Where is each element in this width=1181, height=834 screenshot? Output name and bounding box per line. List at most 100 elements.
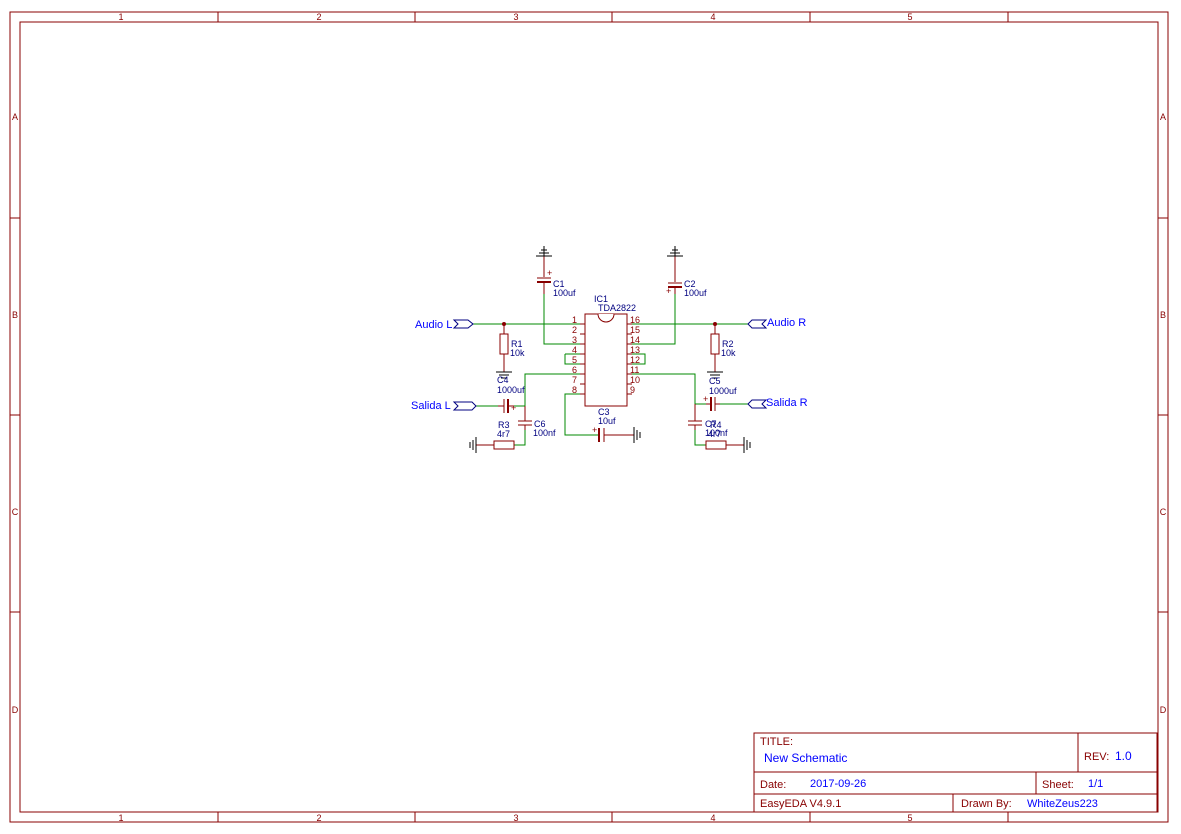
polarity-mark: + [703, 394, 708, 404]
zone-labels: 1 2 3 4 5 1 2 3 4 5 A B C D A B C D [12, 12, 1167, 823]
component-value: 4r7 [497, 429, 510, 439]
ic-designator: IC1 [594, 294, 608, 304]
ic-pin-number: 13 [630, 345, 640, 355]
ground-icon [536, 246, 552, 257]
ic-pin-number: 2 [572, 325, 577, 335]
polarity-mark: + [511, 403, 516, 413]
component-designator: R2 [722, 339, 734, 349]
zone-row-label: A [12, 112, 18, 122]
sheet-value: 1/1 [1088, 778, 1103, 790]
net-label: Audio L [415, 319, 452, 331]
zone-col-label: 5 [907, 813, 912, 823]
software-version: EasyEDA V4.9.1 [760, 798, 841, 810]
zone-col-label: 1 [118, 12, 123, 22]
zone-row-label: C [12, 507, 19, 517]
capacitor-c4[interactable]: + C4 1000uf [497, 375, 525, 413]
component-designator: C5 [709, 376, 721, 386]
component-designator: R1 [511, 339, 523, 349]
rev-value: 1.0 [1115, 749, 1132, 763]
zone-col-label: 4 [710, 813, 715, 823]
net-flag-salida-l[interactable]: Salida L [411, 400, 477, 412]
ground-icon [469, 437, 477, 453]
capacitor-c5[interactable]: + C5 1000uf [703, 376, 737, 411]
ground-icon [743, 437, 751, 453]
component-designator: R3 [498, 420, 510, 430]
ic-value: TDA2822 [598, 303, 636, 313]
ic-pin-number: 12 [630, 355, 640, 365]
zone-col-label: 3 [513, 813, 518, 823]
zone-col-label: 2 [316, 12, 321, 22]
ground-icon [707, 371, 723, 379]
title-block: TITLE: New Schematic REV: 1.0 Date: 2017… [753, 732, 1158, 813]
schematic-title: New Schematic [764, 751, 847, 765]
ic-pin-number: 3 [572, 335, 577, 345]
zone-col-label: 4 [710, 12, 715, 22]
zone-row-label: D [12, 705, 19, 715]
ic-left-pins: 1 2 3 4 5 6 7 8 [572, 315, 585, 395]
drawn-by-value: WhiteZeus223 [1027, 798, 1098, 810]
ic-pin-number: 10 [630, 375, 640, 385]
ic-pin-number: 16 [630, 315, 640, 325]
capacitor-c6[interactable]: C6 100nf [518, 406, 556, 438]
ic-pin-number: 11 [630, 365, 639, 375]
net-label: Audio R [767, 317, 806, 329]
ground-icon [496, 371, 512, 379]
component-designator: C1 [553, 279, 565, 289]
capacitor-c2[interactable]: + C2 100uf [666, 256, 707, 298]
net-flag-audio-l[interactable]: Audio L [415, 319, 474, 331]
net-flag-salida-r[interactable]: Salida R [747, 397, 808, 409]
ic-tda2822[interactable]: IC1 TDA2822 1 2 3 4 5 6 7 8 [572, 294, 640, 407]
component-value: 100nf [705, 428, 728, 438]
ic-pin-number: 5 [572, 355, 577, 365]
component-designator: C7 [705, 419, 717, 429]
zone-col-label: 1 [118, 813, 123, 823]
date-value: 2017-09-26 [810, 778, 866, 790]
resistor-r2[interactable]: R2 10k [710, 324, 736, 372]
border-frame [9, 11, 1169, 823]
resistor-r1[interactable]: R1 10k [499, 324, 525, 372]
polarity-mark: + [592, 425, 597, 435]
component-designator: C2 [684, 279, 696, 289]
title-label: TITLE: [760, 736, 793, 748]
component-value: 1000uf [709, 386, 737, 396]
component-value: 10uf [598, 416, 616, 426]
capacitor-c1[interactable]: + C1 100uf [537, 256, 576, 298]
net-flag-audio-r[interactable]: Audio R [747, 317, 806, 329]
ic-pin-number: 7 [572, 375, 577, 385]
net-label: Salida R [766, 397, 808, 409]
ic-pin-number: 8 [572, 385, 577, 395]
zone-col-label: 5 [907, 12, 912, 22]
zone-col-label: 3 [513, 12, 518, 22]
component-value: 100uf [684, 288, 707, 298]
sheet-label: Sheet: [1042, 779, 1074, 791]
rev-label: REV: [1084, 751, 1109, 763]
capacitor-c7[interactable]: C7 100nf [688, 404, 728, 438]
component-designator: C6 [534, 419, 546, 429]
ground-icon [633, 427, 641, 443]
capacitor-c3[interactable]: + C3 10uf [592, 407, 634, 442]
ic-pin-number: 4 [572, 345, 577, 355]
ic-right-pins: 16 15 14 13 12 11 10 9 [627, 315, 640, 395]
zone-row-label: C [1160, 507, 1167, 517]
net-label: Salida L [411, 400, 451, 412]
ic-pin-number: 14 [630, 335, 640, 345]
zone-row-label: B [1160, 310, 1166, 320]
date-label: Date: [760, 779, 786, 791]
component-value: 4r7 [708, 429, 721, 439]
zone-col-label: 2 [316, 813, 321, 823]
ic-pin-number: 15 [630, 325, 640, 335]
resistor-r4[interactable]: R4 4r7 [705, 420, 744, 450]
component-value: 1000uf [497, 385, 525, 395]
resistor-r3[interactable]: R3 4r7 [476, 420, 515, 450]
component-designator: C3 [598, 407, 610, 417]
zone-row-label: D [1160, 705, 1167, 715]
component-value: 100uf [553, 288, 576, 298]
component-designator: R4 [710, 420, 722, 430]
polarity-mark: + [666, 286, 671, 296]
component-value: 10k [510, 348, 525, 358]
ic-pin-number: 1 [572, 315, 577, 325]
ic-pin-number: 9 [630, 385, 635, 395]
component-value: 10k [721, 348, 736, 358]
ground-icon [667, 246, 683, 257]
